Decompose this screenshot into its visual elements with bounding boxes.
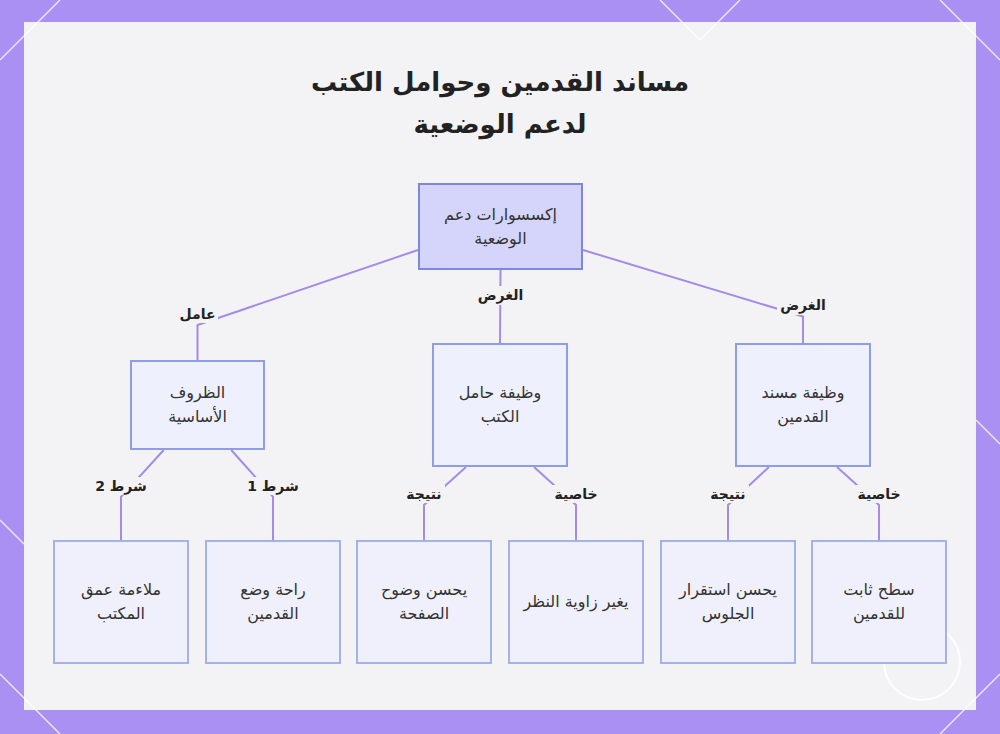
connector-line <box>499 270 502 343</box>
node-text: راحة وضع القدمين <box>207 578 339 626</box>
connector-line <box>728 467 769 540</box>
node-text: ملاءمة عمق المكتب <box>55 578 187 626</box>
category-box: وظيفة حامل الكتب <box>432 343 568 467</box>
detail-box: ملاءمة عمق المكتب <box>53 540 189 664</box>
edge-label: خاصية <box>854 485 903 503</box>
diagram-title: مساند القدمين وحوامل الكتب لدعم الوضعية <box>300 62 700 145</box>
detail-box: يحسن وضوح الصفحة <box>356 540 492 664</box>
node-text: يحسن وضوح الصفحة <box>358 578 490 626</box>
connector-line <box>231 450 273 540</box>
edge-label: الغرض <box>475 286 527 304</box>
edge-label: شرط 2 <box>92 477 150 495</box>
node-text: يحسن استقرار الجلوس <box>662 578 794 626</box>
edge-label: خاصية <box>551 485 600 503</box>
node-text: سطح ثابت للقدمين <box>813 578 945 626</box>
detail-box: سطح ثابت للقدمين <box>811 540 947 664</box>
node-text: إكسسوارات دعم الوضعية <box>420 203 581 251</box>
node-text: يغير زاوية النظر <box>517 590 634 614</box>
detail-box: يحسن استقرار الجلوس <box>660 540 796 664</box>
connector-line <box>198 250 419 360</box>
detail-box: يغير زاوية النظر <box>508 540 644 664</box>
connector-line <box>121 450 164 540</box>
node-text: الظروف الأساسية <box>132 381 263 429</box>
edge-label: نتيجة <box>707 485 748 503</box>
node-text: وظيفة حامل الكتب <box>434 381 566 429</box>
edge-label: الغرض <box>777 296 829 314</box>
edge-label: شرط 1 <box>244 477 302 495</box>
root-box: إكسسوارات دعم الوضعية <box>418 183 583 270</box>
node-text: وظيفة مسند القدمين <box>737 381 869 429</box>
edge-label: عامل <box>177 305 219 323</box>
connector-line <box>583 250 803 343</box>
category-box: الظروف الأساسية <box>130 360 265 450</box>
detail-box: راحة وضع القدمين <box>205 540 341 664</box>
connector-line <box>534 467 576 540</box>
connector-line <box>424 467 466 540</box>
connector-line <box>837 467 879 540</box>
edge-label: نتيجة <box>403 485 444 503</box>
category-box: وظيفة مسند القدمين <box>735 343 871 467</box>
